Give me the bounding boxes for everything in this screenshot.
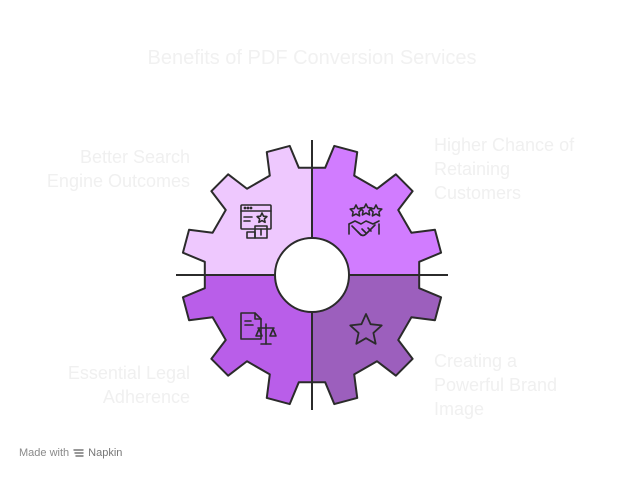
label-retaining-customers: Higher Chance of Retaining Customers — [434, 135, 575, 203]
napkin-brand-label: Napkin — [88, 447, 123, 459]
label-brand-image: Creating a Powerful Brand Image — [434, 351, 558, 419]
gear-hub — [274, 237, 350, 313]
star-icon — [349, 313, 383, 345]
document-scale-icon — [240, 312, 277, 345]
napkin-brand[interactable]: Napkin — [73, 447, 122, 459]
gear-outline — [181, 144, 443, 406]
segment-bottom-right — [312, 275, 442, 405]
segment-top-right — [312, 145, 442, 275]
label-better-search: Better Search Engine Outcomes — [46, 147, 190, 191]
footer-credit: Made with Napkin — [19, 447, 122, 459]
made-with-text: Made with — [19, 447, 70, 459]
napkin-logo-icon — [73, 449, 84, 457]
diagram-title: Benefits of PDF Conversion Services — [147, 47, 477, 69]
label-legal-adherence: Essential Legal Adherence — [67, 363, 190, 407]
ranking-webpage-icon — [240, 204, 272, 239]
stars-handshake-icon — [348, 203, 383, 237]
